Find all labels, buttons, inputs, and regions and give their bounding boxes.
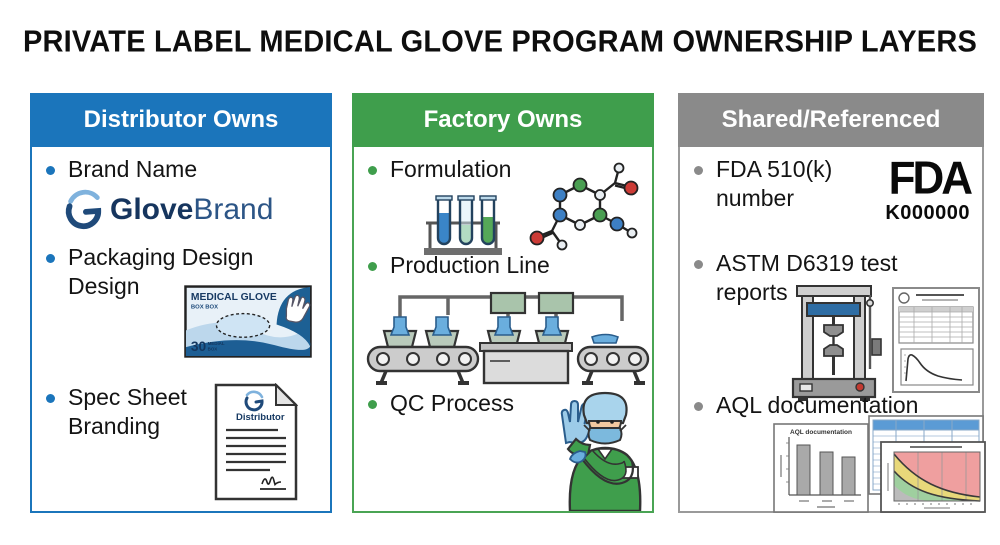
- bullet-dot: [46, 254, 55, 263]
- test-tubes-icon: [424, 195, 502, 255]
- bullet-dot: [694, 166, 703, 175]
- test-report-icon: [892, 287, 980, 393]
- factory-panel: Factory Owns Formulation: [352, 93, 654, 513]
- aql-bar-chart-icon: AQL documentation: [773, 423, 869, 513]
- factory-body: Formulation: [352, 147, 654, 513]
- bullet-dot: [368, 400, 377, 409]
- svg-text:Distributor: Distributor: [236, 412, 285, 423]
- list-item-spec-sheet: Spec Sheet Branding: [46, 383, 216, 441]
- molecule-icon: [529, 162, 639, 251]
- list-item-brand-name: Brand Name: [46, 155, 197, 184]
- list-item-packaging: Packaging Design Design: [46, 243, 304, 301]
- svg-text:BOX: BOX: [208, 347, 218, 352]
- list-item-astm: ASTM D6319 test reports: [694, 249, 944, 307]
- item-label: Brand Name: [68, 156, 198, 182]
- distributor-body: Brand Name GloveBrand Packaging Design D…: [30, 147, 332, 513]
- list-item-fda-510k: FDA 510(k) number: [694, 155, 852, 213]
- svg-text:MEDICAL GLOVE: MEDICAL GLOVE: [191, 292, 277, 303]
- shared-panel: Shared/Referenced FDA 510(k) number FDA …: [678, 93, 986, 513]
- glovebrand-logo: GloveBrand: [62, 189, 273, 231]
- svg-text:30: 30: [191, 339, 207, 354]
- logo-text-bold: Glove: [110, 193, 194, 226]
- item-label: Production Line: [390, 252, 550, 278]
- svg-text:AQL documentation: AQL documentation: [790, 429, 852, 436]
- item-label: FDA 510(k) number: [716, 156, 833, 211]
- bullet-dot: [694, 402, 703, 411]
- shared-header: Shared/Referenced: [678, 93, 984, 147]
- item-label: Spec Sheet Branding: [68, 384, 187, 439]
- bullet-dot: [46, 394, 55, 403]
- distributor-panel: Distributor Owns Brand Name GloveBrand P…: [30, 93, 332, 513]
- item-label: Packaging Design Design: [68, 244, 254, 299]
- qc-worker-icon: [560, 391, 642, 511]
- svg-text:BOX BOX: BOX BOX: [191, 305, 218, 311]
- bullet-dot: [368, 262, 377, 271]
- list-item-qc-process: QC Process: [368, 389, 514, 418]
- item-label: Formulation: [390, 156, 512, 182]
- fda-510k-number: K000000: [885, 202, 970, 224]
- list-item-production-line: Production Line: [368, 251, 550, 280]
- item-label: AQL documentation: [716, 392, 919, 418]
- bullet-dot: [46, 166, 55, 175]
- svg-text:MEDIAL: MEDIAL: [208, 341, 225, 346]
- list-item-aql: AQL documentation: [694, 391, 918, 420]
- shared-body: FDA 510(k) number FDA K000000 ASTM D6319…: [678, 147, 986, 513]
- fda-logo-block: FDA K000000: [885, 152, 973, 224]
- glovebrand-g-icon: [65, 189, 102, 230]
- aql-oc-curve-chart-icon: [880, 441, 986, 513]
- list-item-formulation: Formulation: [368, 155, 511, 184]
- fda-logo: FDA: [888, 152, 973, 205]
- item-label: ASTM D6319 test reports: [716, 250, 898, 305]
- spec-sheet-icon: Distributor: [214, 383, 298, 501]
- bullet-dot: [368, 166, 377, 175]
- item-label: QC Process: [390, 390, 514, 416]
- glove-box-icon: MEDICAL GLOVE BOX BOX 30 MEDIAL BOX: [184, 285, 312, 358]
- production-line-icon: [366, 291, 650, 385]
- distributor-header: Distributor Owns: [30, 93, 332, 147]
- page-title: PRIVATE LABEL MEDICAL GLOVE PROGRAM OWNE…: [22, 25, 978, 59]
- tensile-tester-icon: [791, 285, 882, 401]
- bullet-dot: [694, 260, 703, 269]
- factory-header: Factory Owns: [352, 93, 654, 147]
- logo-text-regular: Brand: [193, 193, 274, 226]
